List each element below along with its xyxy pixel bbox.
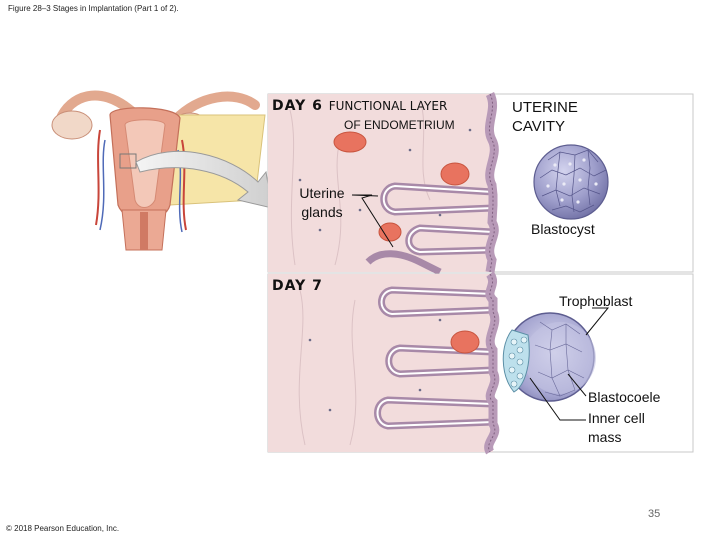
leader-lines bbox=[351, 194, 610, 421]
copyright-notice: © 2018 Pearson Education, Inc. bbox=[6, 524, 120, 533]
blood-vessel bbox=[378, 222, 402, 242]
figure-caption: Figure 28–3 Stages in Implantation (Part… bbox=[8, 4, 179, 13]
endometrium-label: OF ENDOMETRIUM bbox=[344, 118, 455, 132]
blastocoele bbox=[524, 322, 596, 394]
blood-vessel bbox=[440, 162, 470, 186]
functional-layer-label: FUNCTIONAL LAYER bbox=[328, 99, 448, 113]
day6-panel bbox=[267, 91, 694, 276]
inner-cell-mass-label: Inner cell mass bbox=[588, 410, 645, 445]
epithelium-lining bbox=[484, 91, 499, 273]
trophoblast-label: Trophoblast bbox=[559, 293, 633, 309]
day6-label: DAY 6 FUNCTIONAL LAYER bbox=[272, 98, 448, 114]
day7-panel bbox=[267, 271, 694, 455]
blastocoele-label: Blastocoele bbox=[588, 389, 661, 405]
page-number: 35 bbox=[648, 508, 661, 520]
blastocyst-label: Blastocyst bbox=[531, 221, 595, 237]
blood-vessel bbox=[450, 330, 480, 354]
day7-label: DAY 7 bbox=[272, 278, 323, 294]
blood-vessel bbox=[333, 131, 367, 153]
uterine-glands-label: Uterine glands bbox=[299, 185, 345, 220]
uterine-cavity-label: UTERINE CAVITY bbox=[512, 99, 578, 135]
